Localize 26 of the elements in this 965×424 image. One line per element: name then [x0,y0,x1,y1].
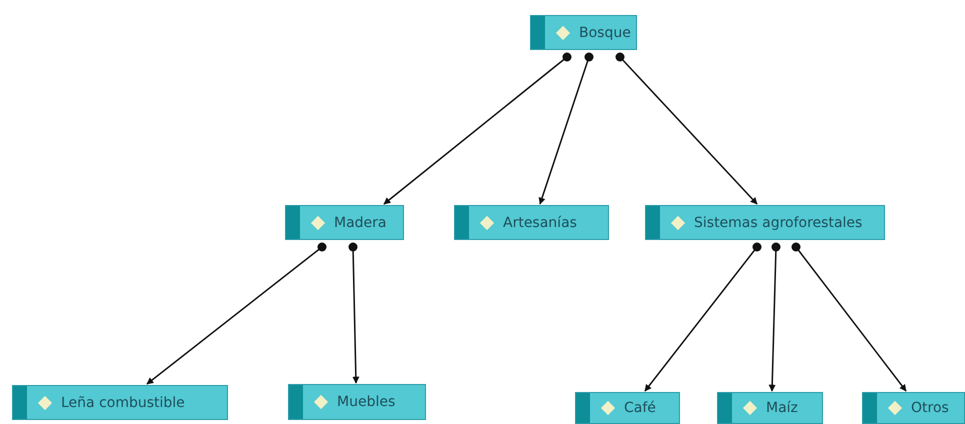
topic-box [530,15,637,50]
arrow [792,242,907,392]
topic-box [862,392,965,424]
topic-box [717,392,823,424]
topic-box [575,392,680,424]
topic-label: Café [624,400,656,416]
arrow [644,242,762,392]
topic-label: Sistemas agroforestales [694,214,862,230]
topic-label: Maíz [766,400,798,416]
topic-label: Madera [334,214,386,230]
topic-box [454,205,609,240]
arrow [538,52,594,205]
topic-box [285,205,404,240]
arrow [146,242,326,385]
topic-label: Otros [911,400,949,416]
arrow [383,52,572,205]
arrow [768,242,780,392]
topic-label: Bosque [579,24,631,40]
topic-box [288,384,426,420]
topic-box [645,205,885,240]
topic-label: Muebles [337,394,396,410]
topic-label: Artesanías [503,214,577,230]
topic-label: Leña combustible [61,394,185,410]
topic-box [12,385,228,420]
arrow [348,242,360,384]
arrow [616,52,758,205]
